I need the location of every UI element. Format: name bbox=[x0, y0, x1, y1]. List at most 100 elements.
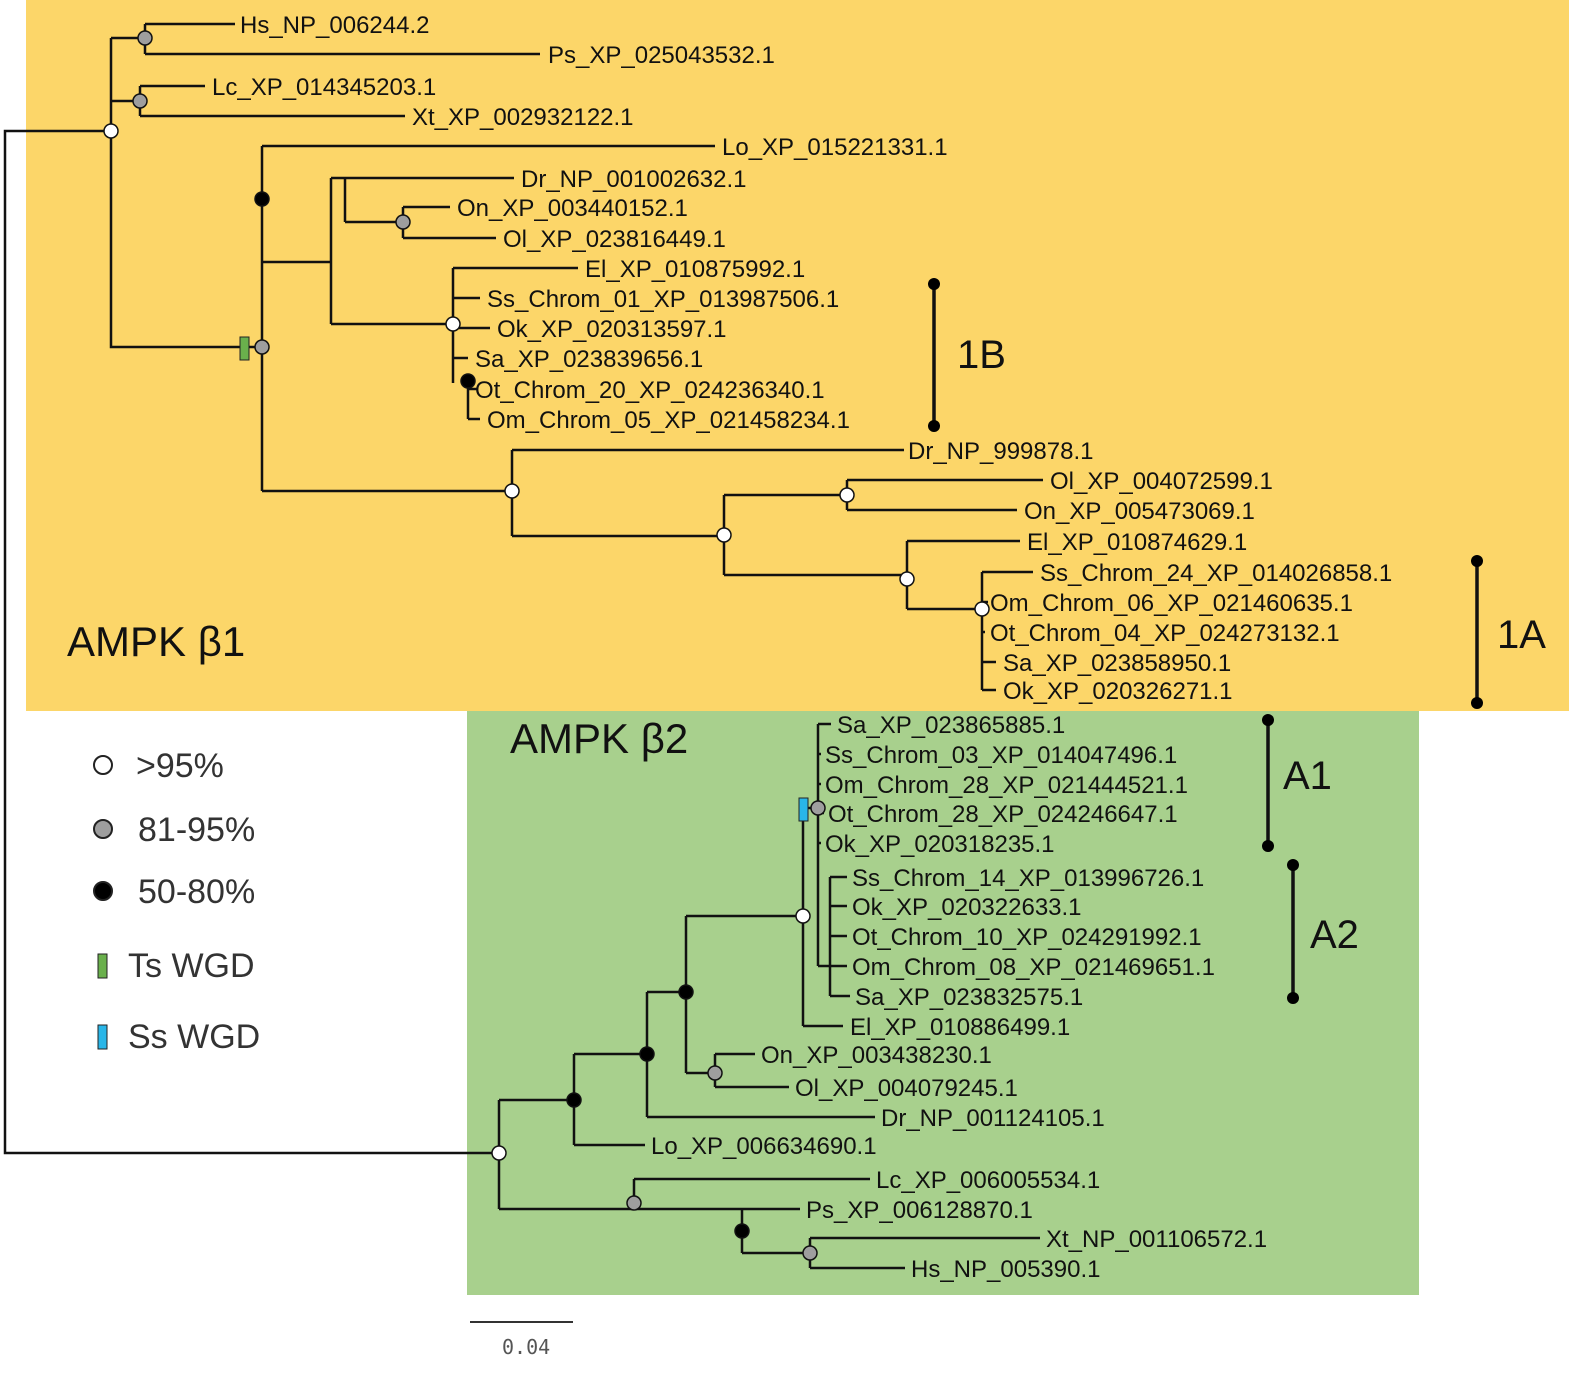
node-support bbox=[445, 316, 461, 332]
leaf-label: Om_Chrom_05_XP_021458234.1 bbox=[487, 407, 850, 434]
support-nodes bbox=[103, 30, 990, 1261]
node-support bbox=[566, 1092, 582, 1108]
leaf-label: Xt_XP_002932122.1 bbox=[412, 104, 634, 131]
leaf-label: Ss_Chrom_01_XP_013987506.1 bbox=[487, 286, 839, 313]
leaf-label: Dr_NP_999878.1 bbox=[908, 438, 1093, 465]
clade-bar-end bbox=[1287, 859, 1299, 871]
leaf-label: Sa_XP_023858950.1 bbox=[1003, 650, 1231, 677]
group-title-beta2: AMPK β2 bbox=[510, 715, 688, 762]
leaf-label: Ps_XP_025043532.1 bbox=[548, 42, 775, 69]
node-support bbox=[839, 487, 855, 503]
node-support bbox=[716, 527, 732, 543]
node-support bbox=[707, 1065, 723, 1081]
legend-high-support-label: >95% bbox=[136, 747, 224, 785]
legend-low-support-label: 50-80% bbox=[138, 873, 255, 911]
leaf-label: El_XP_010875992.1 bbox=[585, 256, 805, 283]
node-support bbox=[795, 908, 811, 924]
clade-bar-end bbox=[928, 420, 940, 432]
node-support bbox=[491, 1145, 507, 1161]
leaf-label: Ss_Chrom_24_XP_014026858.1 bbox=[1040, 560, 1392, 587]
scale-bar-label: 0.04 bbox=[502, 1335, 550, 1359]
node-support bbox=[802, 1245, 818, 1261]
legend-ts-wgd-swatch bbox=[97, 953, 108, 979]
leaf-label: El_XP_010886499.1 bbox=[850, 1014, 1070, 1041]
clade-label-1a: 1A bbox=[1497, 613, 1546, 657]
node-support bbox=[626, 1195, 642, 1211]
leaf-label: Hs_NP_005390.1 bbox=[911, 1256, 1100, 1283]
leaf-label: Hs_NP_006244.2 bbox=[240, 12, 429, 39]
leaf-label: Ot_Chrom_20_XP_024236340.1 bbox=[475, 377, 825, 404]
leaf-label: Xt_NP_001106572.1 bbox=[1046, 1226, 1267, 1253]
ampk-beta1-background bbox=[26, 0, 1569, 711]
leaf-label: Ps_XP_006128870.1 bbox=[806, 1197, 1033, 1224]
leaf-label: Sa_XP_023865885.1 bbox=[837, 712, 1065, 739]
clade-bar-end bbox=[1262, 840, 1274, 852]
legend-high-support-swatch bbox=[93, 755, 113, 775]
leaf-label: On_XP_003440152.1 bbox=[457, 195, 688, 222]
clade-bar-end bbox=[1471, 555, 1483, 567]
clade-bar-end bbox=[1471, 697, 1483, 709]
clade-bar-end bbox=[1262, 714, 1274, 726]
leaf-label: Ss_Chrom_03_XP_014047496.1 bbox=[825, 742, 1177, 769]
leaf-label: Ot_Chrom_28_XP_024246647.1 bbox=[828, 801, 1178, 828]
node-support bbox=[460, 373, 476, 389]
legend-mid-support-swatch bbox=[93, 819, 113, 839]
legend-mid-support-label: 81-95% bbox=[138, 811, 255, 849]
node-support bbox=[504, 483, 520, 499]
node-support bbox=[639, 1046, 655, 1062]
ss-wgd-marker bbox=[798, 797, 809, 822]
leaf-label: Ol_XP_004072599.1 bbox=[1050, 468, 1273, 495]
leaf-label: Sa_XP_023832575.1 bbox=[855, 984, 1083, 1011]
leaf-label: On_XP_005473069.1 bbox=[1024, 498, 1255, 525]
leaf-label: Ok_XP_020313597.1 bbox=[497, 316, 727, 343]
leaf-label: Lc_XP_006005534.1 bbox=[876, 1167, 1100, 1194]
group-title-beta1: AMPK β1 bbox=[67, 618, 245, 665]
leaf-label: Lo_XP_006634690.1 bbox=[651, 1133, 877, 1160]
clade-bar-end bbox=[928, 278, 940, 290]
leaf-labels: Hs_NP_006244.2 Ps_XP_025043532.1 Lc_XP_0… bbox=[212, 12, 1392, 1283]
clade-label-a1: A1 bbox=[1283, 754, 1332, 798]
ts-wgd-marker bbox=[239, 336, 250, 361]
node-support bbox=[810, 800, 826, 816]
node-support bbox=[974, 601, 990, 617]
branch-teleost-beta1 bbox=[260, 144, 715, 493]
leaf-label: Ot_Chrom_04_XP_024273132.1 bbox=[990, 620, 1340, 647]
clade-bar-end bbox=[1287, 992, 1299, 1004]
leaf-label: Ok_XP_020322633.1 bbox=[852, 894, 1082, 921]
leaf-label: Ol_XP_023816449.1 bbox=[503, 226, 726, 253]
node-support bbox=[254, 191, 270, 207]
node-support bbox=[395, 214, 411, 230]
node-support bbox=[899, 571, 915, 587]
node-support bbox=[254, 339, 270, 355]
node-support bbox=[137, 30, 153, 46]
leaf-label: Lc_XP_014345203.1 bbox=[212, 74, 436, 101]
node-support bbox=[103, 123, 119, 139]
leaf-label: Om_Chrom_28_XP_021444521.1 bbox=[825, 772, 1188, 799]
leaf-label: Om_Chrom_06_XP_021460635.1 bbox=[990, 590, 1353, 617]
leaf-label: Ss_Chrom_14_XP_013996726.1 bbox=[852, 865, 1204, 892]
legend-ss-wgd-swatch bbox=[97, 1024, 108, 1050]
ampk-beta2-background bbox=[467, 711, 1419, 1295]
legend-low-support-swatch bbox=[93, 881, 113, 901]
legend-ts-wgd-label: Ts WGD bbox=[128, 947, 255, 985]
node-support bbox=[132, 93, 148, 109]
branch-1b-group bbox=[329, 176, 453, 326]
branch-beta1-stem bbox=[109, 38, 262, 349]
leaf-label: Ot_Chrom_10_XP_024291992.1 bbox=[852, 924, 1202, 951]
branch-root bbox=[3, 129, 499, 1155]
legend: >95% 81-95% 50-80% Ts WGD Ss WGD bbox=[93, 747, 260, 1056]
leaf-label: Lo_XP_015221331.1 bbox=[722, 134, 948, 161]
leaf-label: Om_Chrom_08_XP_021469651.1 bbox=[852, 954, 1215, 981]
leaf-label: On_XP_003438230.1 bbox=[761, 1042, 992, 1069]
leaf-label: Dr_NP_001002632.1 bbox=[521, 166, 747, 193]
leaf-label: Ok_XP_020318235.1 bbox=[825, 831, 1055, 858]
clade-bars bbox=[928, 278, 1483, 1004]
node-support bbox=[678, 984, 694, 1000]
leaf-label: El_XP_010874629.1 bbox=[1027, 529, 1247, 556]
clade-label-a2: A2 bbox=[1310, 913, 1359, 957]
leaf-label: Ol_XP_004079245.1 bbox=[795, 1075, 1018, 1102]
leaf-label: Ok_XP_020326271.1 bbox=[1003, 678, 1233, 705]
leaf-label: Sa_XP_023839656.1 bbox=[475, 346, 703, 373]
leaf-label: Dr_NP_001124105.1 bbox=[881, 1105, 1105, 1132]
